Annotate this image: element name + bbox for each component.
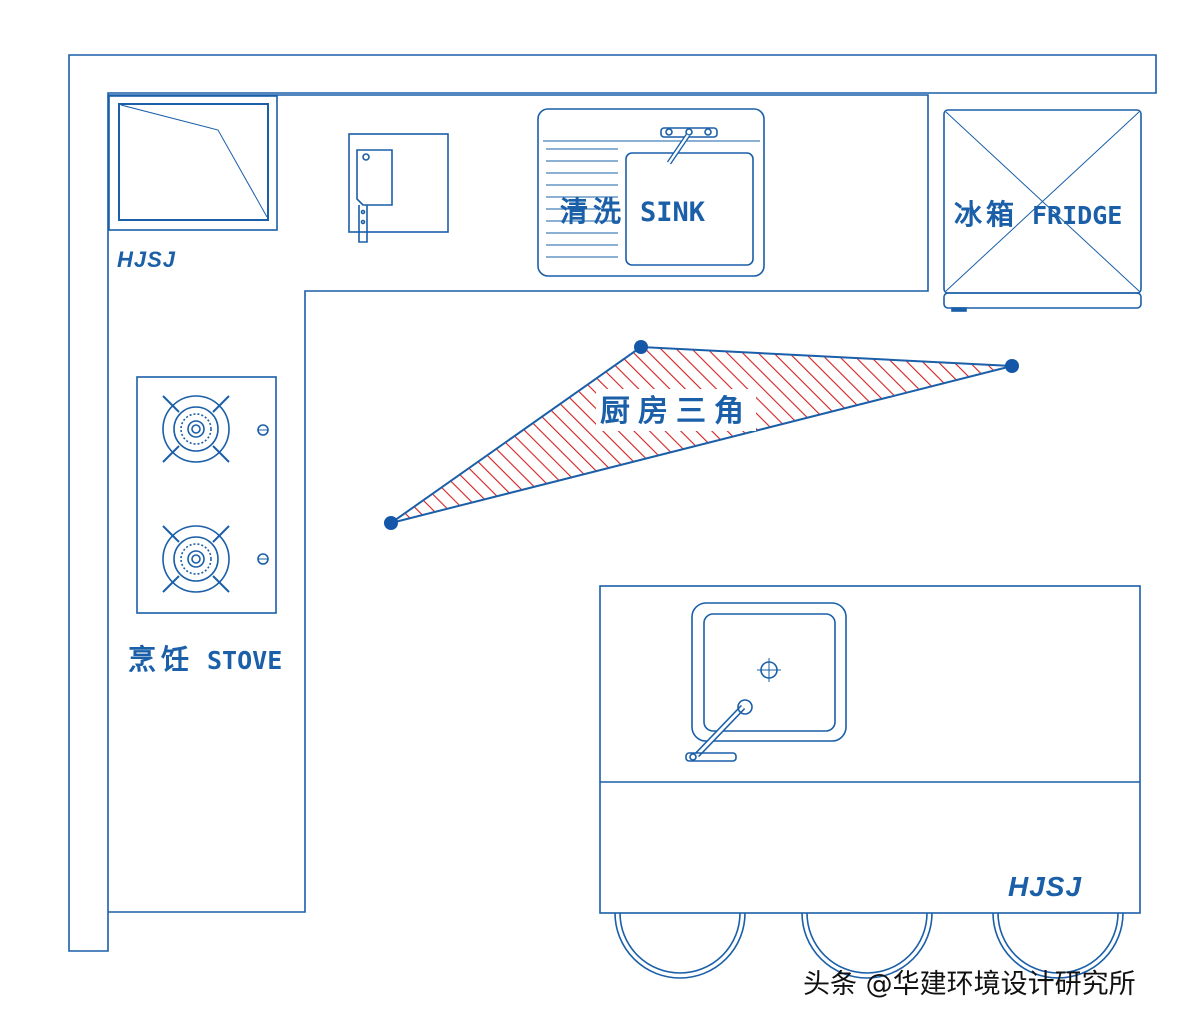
l-shaped-counter [108,94,929,913]
cleaver-icon [348,133,449,243]
fridge-label-cn: 冰箱 [954,198,1018,231]
watermark: 头条 @华建环境设计研究所 [803,969,1136,1000]
faucet-icon [685,699,753,762]
outer-wall [68,54,1157,952]
corner-cabinet [108,95,278,231]
burner-icon [162,525,230,593]
work-triangle [384,340,1019,530]
triangle-vertex-stove [384,516,398,530]
sink-label-cn: 清洗 [560,195,626,228]
stove [136,376,277,614]
fridge-label-en: FRIDGE [1032,201,1122,230]
triangle-vertex-fridge [1005,359,1019,373]
sink-label-en: SINK [640,197,706,228]
triangle-label: 厨房三角 [600,394,752,429]
stove-label-en: STOVE [207,646,282,675]
logo: HJSJ [1008,871,1082,902]
logo: HJSJ [117,247,176,272]
fridge-icon [943,109,1142,312]
burner-icon [162,395,230,463]
sink-icon [537,108,765,277]
triangle-vertex-sink [634,340,648,354]
stove-label-cn: 烹饪 [128,643,194,676]
kitchen-island [599,585,1141,979]
